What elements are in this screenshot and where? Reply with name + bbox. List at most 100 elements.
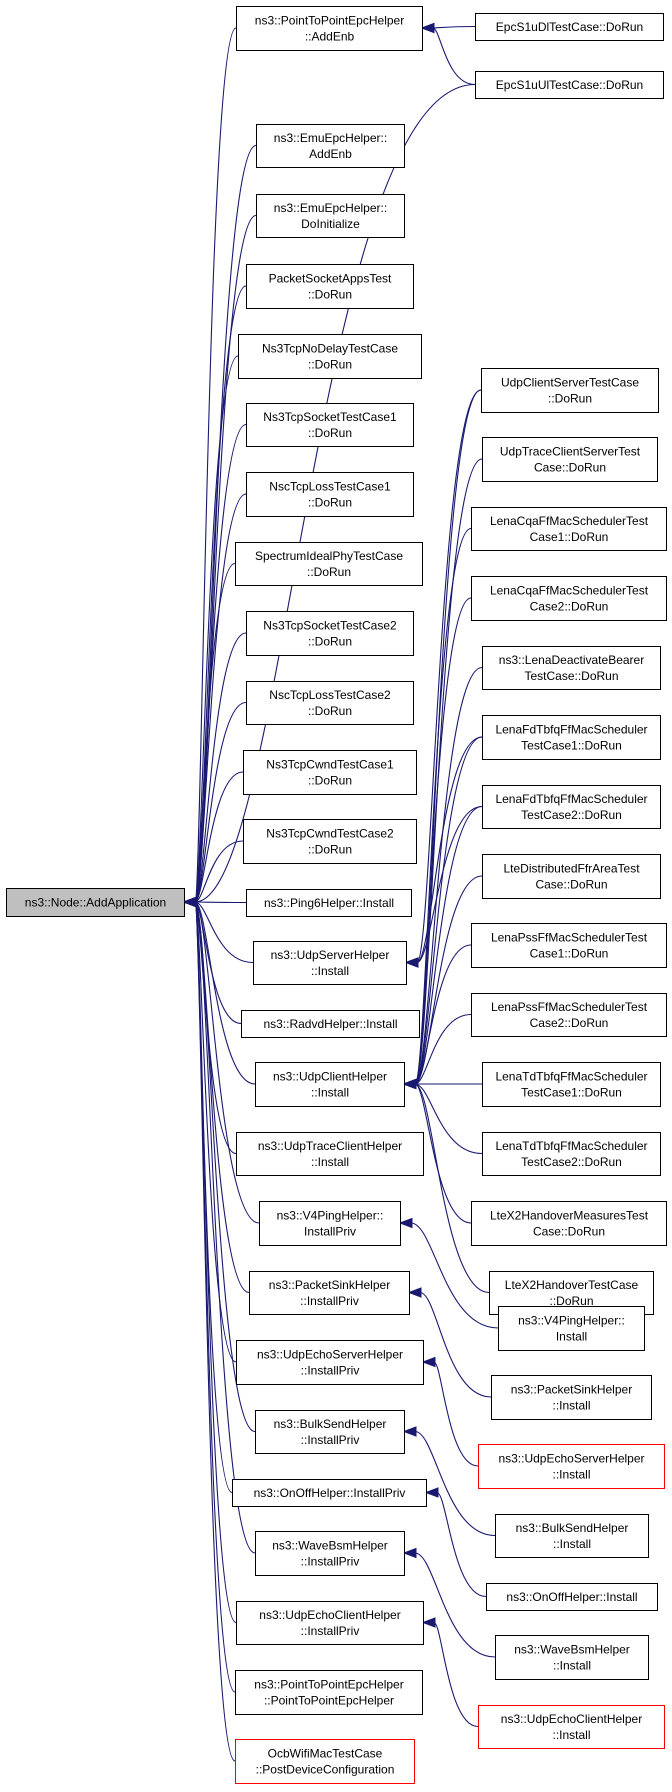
- node-box: [246, 611, 414, 656]
- node-pktsink_priv[interactable]: ns3::PacketSinkHelper::InstallPriv: [249, 1271, 410, 1315]
- node-label: ::InstallPriv: [301, 1433, 360, 1447]
- node-label: ns3::UdpEchoServerHelper: [498, 1452, 644, 1466]
- edge-line: [433, 1361, 479, 1467]
- node-nscloss1[interactable]: NscTcpLossTestCase1::DoRun: [246, 472, 414, 517]
- node-box: [243, 750, 417, 795]
- node-label: TestCase1::DoRun: [521, 739, 622, 753]
- node-label: ns3::PointToPointEpcHelper: [254, 1678, 403, 1692]
- edge-line: [414, 1430, 496, 1537]
- node-specideal[interactable]: SpectrumIdealPhyTestCase::DoRun: [235, 542, 423, 586]
- node-box: [235, 1739, 415, 1784]
- node-onoff_priv[interactable]: ns3::OnOffHelper::InstallPriv: [232, 1479, 427, 1507]
- node-cwnd2[interactable]: Ns3TcpCwndTestCase2::DoRun: [243, 819, 417, 864]
- node-box: [256, 194, 405, 238]
- edge-nscloss2-to-root: [182, 701, 247, 908]
- root-node-root[interactable]: ns3::Node::AddApplication: [6, 888, 185, 917]
- edge-arrowhead: [421, 1617, 436, 1628]
- edge-epcul-to-p2p_addenb: [420, 22, 476, 86]
- node-echoserver_inst[interactable]: ns3::UdpEchoServerHelper::Install: [478, 1444, 665, 1489]
- node-label: ns3::Ping6Helper::Install: [264, 896, 394, 910]
- node-udptrace[interactable]: ns3::UdpTraceClientHelper::Install: [236, 1132, 424, 1176]
- node-echoclient_priv[interactable]: ns3::UdpEchoClientHelper::InstallPriv: [236, 1601, 424, 1645]
- node-udpserver[interactable]: ns3::UdpServerHelper::Install: [253, 941, 407, 985]
- node-label: Case::DoRun: [533, 1225, 605, 1239]
- node-box: [246, 403, 414, 447]
- node-cwnd1[interactable]: Ns3TcpCwndTestCase1::DoRun: [243, 750, 417, 795]
- node-label: LenaFdTbfqFfMacScheduler: [495, 792, 647, 806]
- node-radvd[interactable]: ns3::RadvdHelper::Install: [241, 1010, 420, 1038]
- node-tcpnodelay[interactable]: Ns3TcpNoDelayTestCase::DoRun: [238, 334, 422, 379]
- node-label: ::DoRun: [308, 774, 352, 788]
- node-label: ::Install: [552, 1728, 590, 1742]
- edge-line: [414, 1552, 496, 1658]
- node-label: Install: [556, 1330, 587, 1344]
- node-p2p_ctor[interactable]: ns3::PointToPointEpcHelper::PointToPoint…: [235, 1670, 423, 1715]
- node-box: [498, 1306, 645, 1351]
- node-tcpsock1[interactable]: Ns3TcpSocketTestCase1::DoRun: [246, 403, 414, 447]
- node-udpcs[interactable]: UdpClientServerTestCase::DoRun: [481, 368, 659, 413]
- node-bulk_priv[interactable]: ns3::BulkSendHelper::InstallPriv: [255, 1410, 405, 1454]
- node-label: ns3::UdpEchoClientHelper: [501, 1712, 642, 1726]
- node-pktsock[interactable]: PacketSocketAppsTest::DoRun: [246, 264, 414, 309]
- node-box: [255, 1410, 405, 1454]
- node-echoclient_inst[interactable]: ns3::UdpEchoClientHelper::Install: [478, 1705, 665, 1749]
- node-label: ns3::PacketSinkHelper: [269, 1278, 390, 1292]
- node-epcdl[interactable]: EpcS1uDlTestCase::DoRun: [475, 13, 664, 41]
- node-label: ns3::LenaDeactivateBearer: [499, 653, 644, 667]
- node-p2p_addenb[interactable]: ns3::PointToPointEpcHelper::AddEnb: [236, 6, 423, 51]
- node-echoserver_priv[interactable]: ns3::UdpEchoServerHelper::InstallPriv: [236, 1340, 424, 1385]
- node-ping6[interactable]: ns3::Ping6Helper::Install: [246, 889, 412, 917]
- node-box: [246, 889, 412, 917]
- edge-pktsink_inst-to-pktsink_priv: [407, 1287, 492, 1398]
- node-box: [471, 507, 667, 551]
- edge-pktsock-to-root: [182, 285, 247, 908]
- node-label: ::Install: [553, 1659, 591, 1673]
- edge-onoff_priv-to-root: [182, 896, 233, 1494]
- edge-line: [414, 1083, 490, 1294]
- node-label: LteX2HandoverMeasuresTest: [490, 1209, 649, 1223]
- node-box: [236, 1132, 424, 1176]
- node-label: AddEnb: [309, 147, 352, 161]
- edge-echoclient_inst-to-echoclient_priv: [421, 1617, 479, 1728]
- edge-echoclient_priv-to-root: [182, 896, 237, 1624]
- node-box: [255, 1062, 405, 1107]
- edge-x2ho-to-udpclient: [402, 1078, 490, 1294]
- node-bulk_inst[interactable]: ns3::BulkSendHelper::Install: [495, 1514, 649, 1558]
- node-box: [255, 1531, 405, 1576]
- node-wave_priv[interactable]: ns3::WaveBsmHelper::InstallPriv: [255, 1531, 405, 1576]
- node-label: DoInitialize: [301, 217, 360, 231]
- node-box: [482, 646, 661, 690]
- node-box: [249, 1271, 410, 1315]
- node-box: [253, 941, 407, 985]
- node-v4ping_priv[interactable]: ns3::V4PingHelper::InstallPriv: [259, 1201, 401, 1246]
- node-label: ::DoRun: [549, 1294, 593, 1308]
- node-ocb[interactable]: OcbWifiMacTestCase::PostDeviceConfigurat…: [235, 1739, 415, 1784]
- node-box: [482, 785, 661, 829]
- node-emu_doinit[interactable]: ns3::EmuEpcHelper::DoInitialize: [256, 194, 405, 238]
- node-nscloss2[interactable]: NscTcpLossTestCase2::DoRun: [246, 681, 414, 725]
- node-pktsink_inst[interactable]: ns3::PacketSinkHelper::Install: [491, 1375, 652, 1420]
- node-wave_inst[interactable]: ns3::WaveBsmHelper::Install: [495, 1635, 649, 1680]
- node-udpclient[interactable]: ns3::UdpClientHelper::Install: [255, 1062, 405, 1107]
- node-epcul[interactable]: EpcS1uUlTestCase::DoRun: [475, 71, 664, 99]
- edge-line: [194, 901, 256, 1085]
- node-onoff_inst[interactable]: ns3::OnOffHelper::Install: [486, 1583, 658, 1611]
- node-emu_addenb[interactable]: ns3::EmuEpcHelper::AddEnb: [256, 124, 405, 168]
- edge-v4ping_inst-to-v4ping_priv: [398, 1217, 499, 1329]
- edge-arrowhead: [404, 957, 419, 968]
- node-v4ping_inst[interactable]: ns3::V4PingHelper::Install: [498, 1306, 645, 1351]
- node-tcpsock2[interactable]: Ns3TcpSocketTestCase2::DoRun: [246, 611, 414, 656]
- node-label: ns3::WaveBsmHelper: [514, 1643, 630, 1657]
